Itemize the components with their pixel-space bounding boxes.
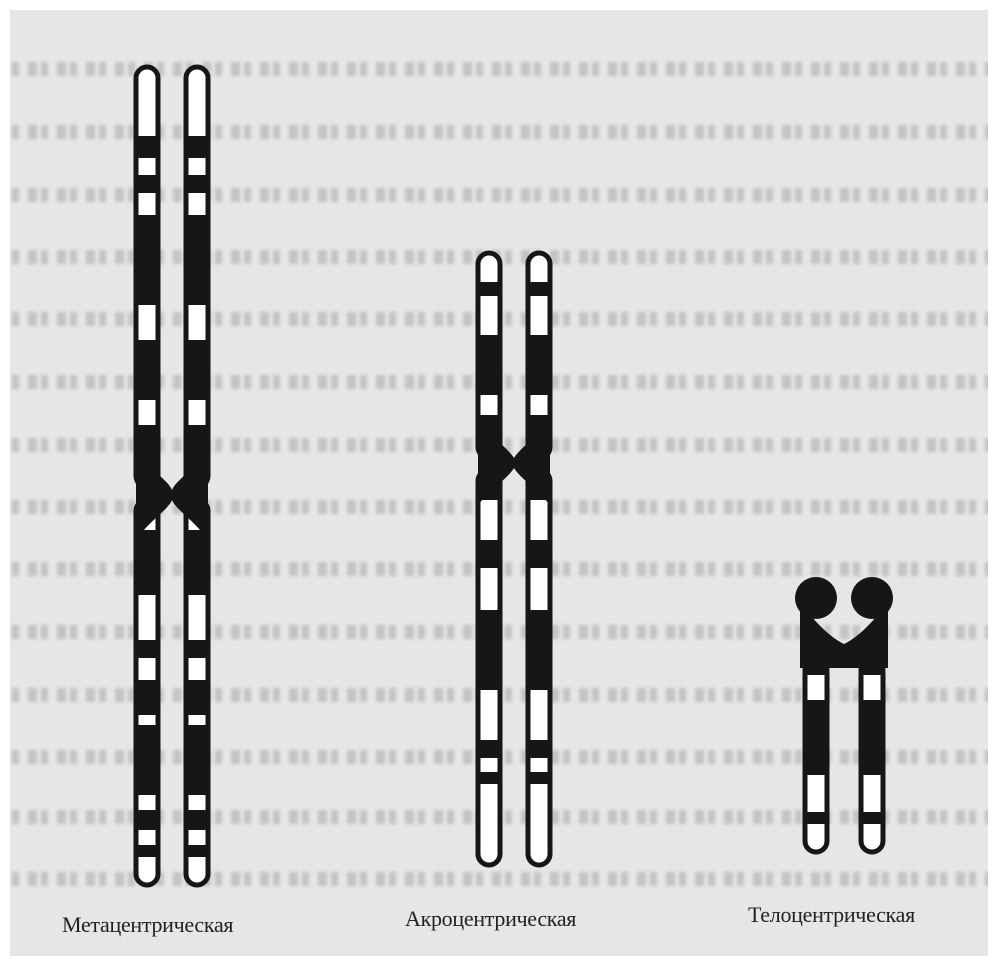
metacentric-centromere [136,450,208,540]
acrocentric-chromatid-right [528,253,550,865]
telocentric-chromosome [795,577,893,852]
acrocentric-centromere [478,420,550,505]
metacentric-chromosome [136,67,208,885]
acrocentric-chromosome [478,253,550,865]
acrocentric-chromatid-left [478,253,500,865]
telocentric-chromatid-left [805,660,827,852]
telocentric-label: Телоцентрическая [748,902,915,928]
metacentric-label: Метацентрическая [62,912,233,938]
telocentric-chromatid-right [861,660,883,852]
acrocentric-label: Акроцентрическая [405,906,576,932]
